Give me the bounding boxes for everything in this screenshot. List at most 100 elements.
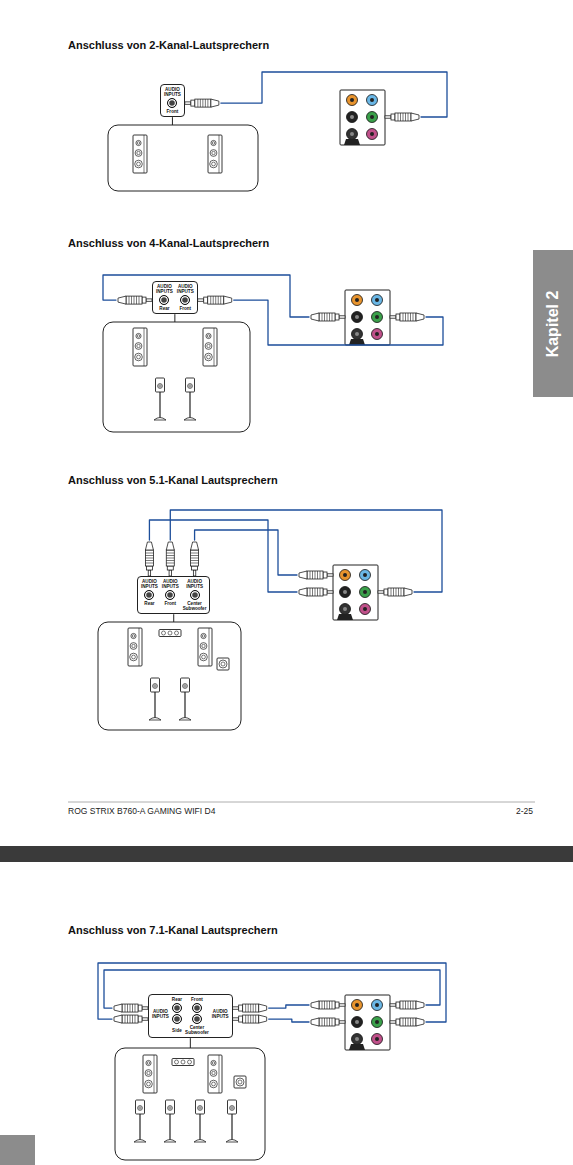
speaker-cone xyxy=(202,644,205,647)
plug-tail xyxy=(311,1018,319,1026)
optical-port xyxy=(344,139,360,145)
plug-ridge xyxy=(327,1018,328,1026)
rear-io-panel xyxy=(340,90,385,145)
speaker-cone xyxy=(212,151,215,154)
plug-ridge xyxy=(197,99,198,107)
plug-tail xyxy=(211,99,219,107)
speaker-cone xyxy=(138,1106,143,1111)
plug-ridge xyxy=(320,588,321,596)
speaker-cone xyxy=(219,660,227,668)
plug-ridge xyxy=(253,1004,254,1012)
plug-part xyxy=(319,1001,335,1009)
port-label: AUDIO INPUTS xyxy=(186,579,203,589)
plug-part xyxy=(198,299,204,301)
center-driver xyxy=(175,1060,179,1064)
plug-ridge xyxy=(310,588,311,596)
port-label: AUDIO INPUTS xyxy=(162,579,179,589)
port-label: AUDIO INPUTS xyxy=(152,1009,169,1019)
speaker-cone xyxy=(198,1106,203,1111)
plug-ridge xyxy=(132,1004,133,1012)
panel-jack xyxy=(347,95,358,106)
plug-part xyxy=(335,1019,339,1025)
plug-tail xyxy=(114,1015,122,1023)
audio-plug xyxy=(378,588,412,596)
speaker-cone xyxy=(159,385,161,387)
panel-jack xyxy=(360,570,371,581)
satellite-speaker xyxy=(196,1100,205,1114)
plug-ridge xyxy=(125,1015,126,1023)
panel-jack xyxy=(372,329,383,340)
port-label: AUDIO INPUTS xyxy=(212,1009,229,1019)
audio-jack xyxy=(172,1014,182,1024)
speaker-cone xyxy=(147,1071,150,1074)
audio-plug xyxy=(118,296,152,304)
panel-jack xyxy=(367,129,378,140)
speaker-cone xyxy=(137,142,140,145)
plug-ridge xyxy=(413,313,414,321)
plug-part xyxy=(166,550,174,566)
port-label: AUDIO INPUTS xyxy=(164,87,181,97)
bracket-line xyxy=(174,314,175,322)
plug-ridge xyxy=(166,555,174,556)
plug-part xyxy=(384,589,388,595)
bracket-line xyxy=(190,1038,191,1048)
audio-input-panel: AUDIO INPUTS Front xyxy=(160,84,185,117)
plug-part xyxy=(138,1016,142,1022)
panel-jack-hole xyxy=(355,1020,359,1024)
panel-jack-hole xyxy=(343,573,347,577)
audio-plug xyxy=(233,1015,267,1023)
audio-plug xyxy=(299,588,333,596)
audio-jack xyxy=(180,295,190,305)
panel-jack xyxy=(352,312,363,323)
plug-tail xyxy=(299,571,307,579)
speaker-cone xyxy=(211,1060,216,1065)
speaker-cone xyxy=(207,335,210,338)
plug-part xyxy=(145,550,153,566)
speaker-cone xyxy=(205,343,212,350)
plug-part xyxy=(142,297,146,303)
speaker-cone xyxy=(137,151,140,154)
plug-part xyxy=(319,1018,335,1026)
plug-part xyxy=(323,589,327,595)
speaker-cone xyxy=(210,1080,218,1088)
plug-ridge xyxy=(136,296,137,304)
stand-base xyxy=(226,1140,238,1143)
plug-part xyxy=(239,1005,243,1011)
speaker-group-box xyxy=(115,1048,265,1160)
plug-ridge xyxy=(191,553,199,554)
plug-ridge xyxy=(245,1015,246,1023)
audio-plug xyxy=(166,542,174,576)
plug-ridge xyxy=(400,113,401,121)
speaker-cone xyxy=(202,635,205,638)
panel-jack xyxy=(372,295,383,306)
speaker-cone xyxy=(184,685,186,687)
plug-ridge xyxy=(327,1001,328,1009)
speaker-cone xyxy=(202,655,206,659)
port-label: AUDIO INPUTS xyxy=(156,284,173,294)
speaker-cone xyxy=(135,150,142,157)
port-label: Front xyxy=(167,109,179,114)
tower-edge xyxy=(154,1055,155,1093)
speaker-cone xyxy=(145,1070,152,1077)
plug-tail xyxy=(166,542,174,550)
port-label: Front xyxy=(179,306,191,311)
plug-ridge xyxy=(324,313,325,321)
plug-ridge xyxy=(312,571,313,579)
center-speaker xyxy=(159,630,181,637)
speaker-cone xyxy=(137,335,140,338)
port-label: AUDIO INPUTS xyxy=(177,284,194,294)
plug-tail xyxy=(416,1001,424,1009)
section-heading: Anschluss von 5.1-Kanal Lautsprechern xyxy=(68,474,278,487)
tower-speaker xyxy=(133,328,147,366)
plug-ridge xyxy=(220,296,221,304)
plug-ridge xyxy=(408,1018,409,1026)
bracket-line xyxy=(172,117,173,125)
speaker-cone xyxy=(131,633,136,638)
plug-part xyxy=(396,1019,400,1025)
plug-part xyxy=(239,1016,243,1022)
rear-io-panel xyxy=(333,565,378,620)
tower-edge xyxy=(144,135,145,173)
plug-ridge xyxy=(213,296,214,304)
plug-ridge xyxy=(329,1001,330,1009)
